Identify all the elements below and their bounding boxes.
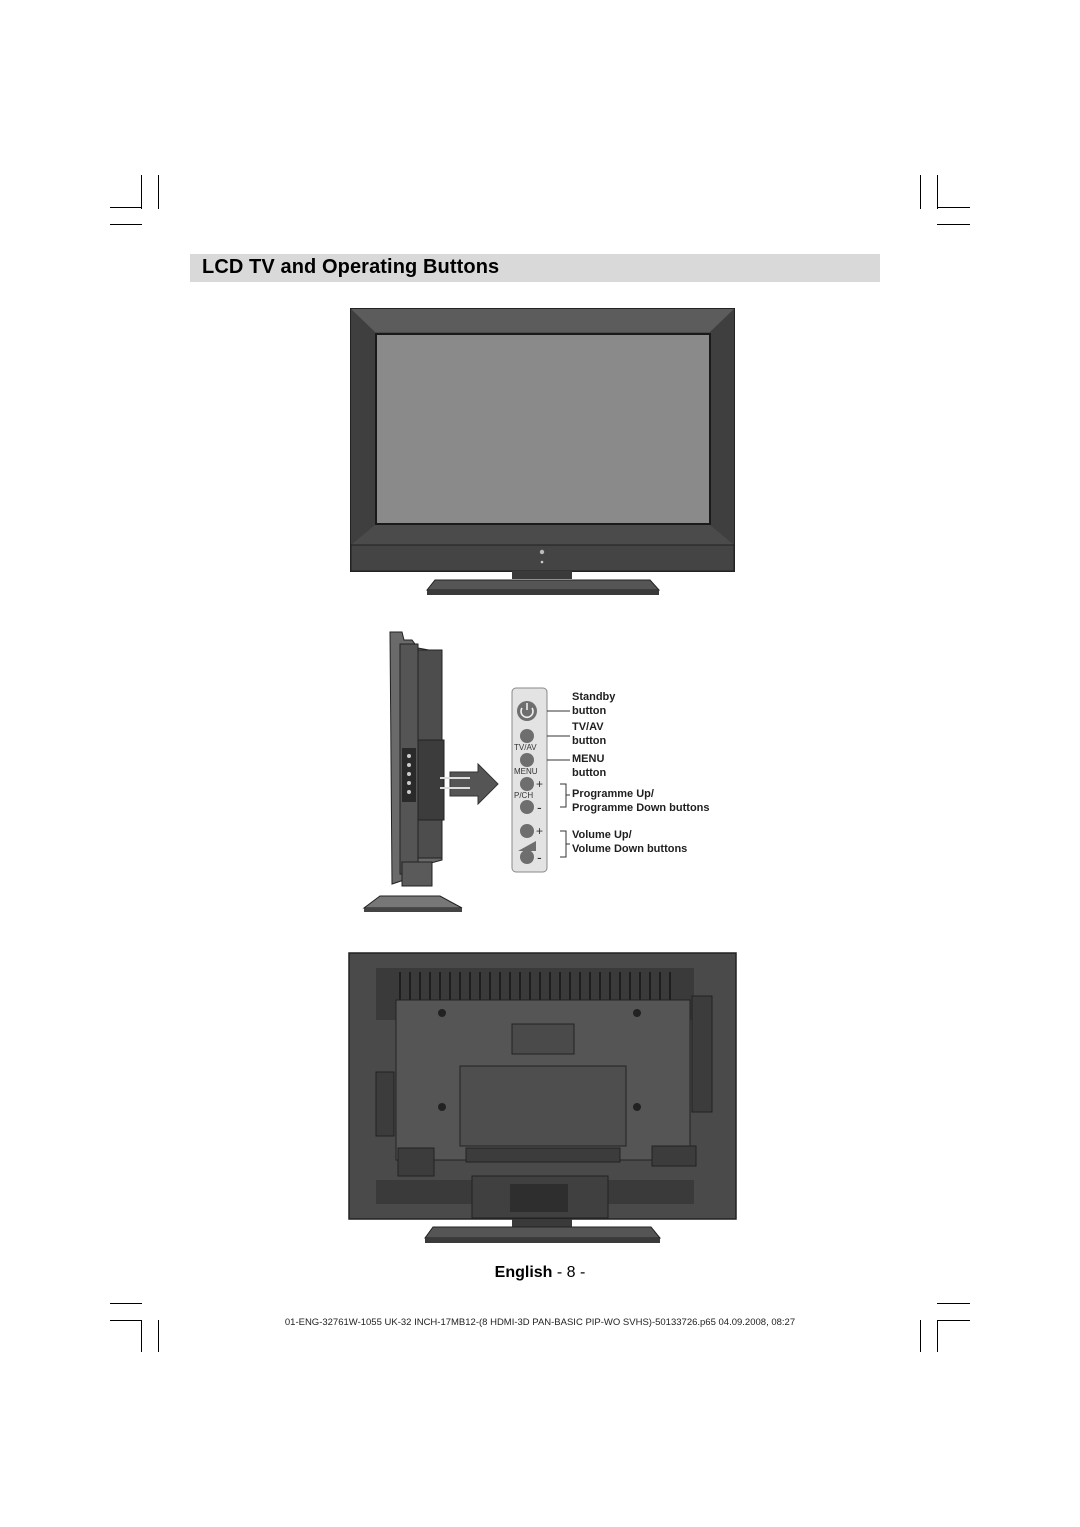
crop-mark bbox=[937, 1303, 970, 1304]
callout-detail: Programme Down buttons bbox=[572, 802, 710, 814]
callout-detail: Volume Down buttons bbox=[572, 843, 688, 855]
callout-menu: MENU button bbox=[572, 752, 606, 780]
crop-mark bbox=[110, 207, 142, 208]
print-footer: 01-ENG-32761W-1055 UK-32 INCH-17MB12-(8 … bbox=[284, 1317, 796, 1328]
callout-programme: Programme Up/ Programme Down buttons bbox=[572, 787, 710, 815]
crop-mark bbox=[110, 1303, 142, 1304]
callout-lines bbox=[547, 710, 570, 858]
crop-mark bbox=[937, 1320, 938, 1352]
crop-mark bbox=[110, 1320, 142, 1321]
vol-minus-sign: - bbox=[537, 849, 542, 865]
crop-mark bbox=[158, 175, 159, 209]
callout-tvav: TV/AV button bbox=[572, 720, 606, 748]
tv-side-view bbox=[362, 631, 463, 912]
callout-standby: Standby button bbox=[572, 690, 615, 718]
callout-title: TV/AV bbox=[572, 721, 604, 733]
callout-title: Programme Up/ bbox=[572, 788, 654, 800]
callout-title: Standby bbox=[572, 691, 616, 703]
section-title-bar: LCD TV and Operating Buttons bbox=[190, 254, 880, 282]
crop-mark bbox=[141, 175, 142, 209]
pch-button-caption: P/CH bbox=[514, 791, 534, 800]
crop-mark bbox=[110, 224, 142, 225]
page-number-label: English - 8 - bbox=[0, 1264, 1080, 1282]
crop-mark bbox=[937, 175, 938, 209]
tvav-button-caption: TV/AV bbox=[514, 743, 537, 752]
crop-mark bbox=[141, 1320, 142, 1352]
page-title: LCD TV and Operating Buttons bbox=[202, 256, 500, 278]
language-label: English bbox=[494, 1264, 553, 1281]
callout-volume: Volume Up/ Volume Down buttons bbox=[572, 828, 687, 856]
callout-detail: button bbox=[572, 767, 607, 779]
crop-mark bbox=[937, 207, 970, 208]
callout-title: Volume Up/ bbox=[572, 829, 632, 841]
page-number: - 8 - bbox=[556, 1264, 586, 1281]
crop-mark bbox=[158, 1320, 159, 1352]
crop-mark bbox=[937, 224, 970, 225]
crop-mark bbox=[920, 1320, 921, 1352]
control-panel bbox=[511, 687, 548, 873]
pch-minus-sign: - bbox=[537, 799, 542, 815]
callout-detail: button bbox=[572, 705, 607, 717]
callout-detail: button bbox=[572, 735, 607, 747]
vol-plus-sign: + bbox=[536, 824, 544, 838]
crop-mark bbox=[937, 1320, 970, 1321]
callout-title: MENU bbox=[572, 753, 605, 765]
pch-plus-sign: + bbox=[536, 777, 544, 791]
arrow-to-panel bbox=[440, 762, 499, 806]
tv-front-view bbox=[350, 308, 735, 595]
crop-mark bbox=[920, 175, 921, 209]
menu-button-caption: MENU bbox=[514, 767, 538, 776]
tv-back-view bbox=[348, 952, 737, 1243]
